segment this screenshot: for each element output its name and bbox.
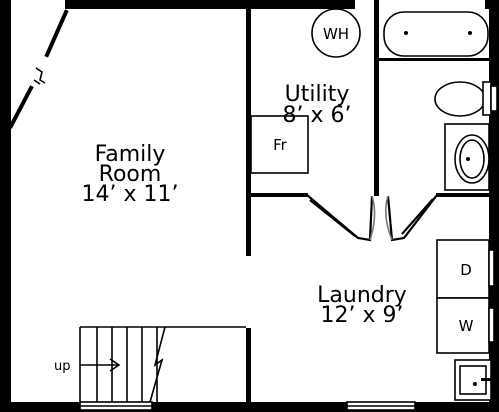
utility-room-name: Utility [285, 82, 350, 107]
washer-box [436, 297, 490, 354]
toilet-tank-edge [490, 85, 498, 112]
dryer-label: D [460, 261, 472, 279]
furnace-box [250, 115, 309, 174]
bifold-right-arc [384, 195, 393, 241]
furnace: Fr [250, 115, 309, 174]
laundry-room-dims: 12’ x 9’ [321, 303, 404, 328]
family-room-name-2: Room [99, 162, 162, 187]
family-laundry-wall [246, 0, 251, 256]
laundry-room-name: Laundry [317, 283, 407, 308]
utility-room-dims: 8’ x 6’ [283, 103, 352, 128]
bath-top-divider [379, 58, 491, 61]
toilet-tank [482, 81, 492, 116]
bifold-right [386, 194, 438, 242]
stair-arrow-head [109, 358, 121, 372]
laundry-sink-faucet [481, 378, 493, 381]
utility-laundry-wall-right [436, 193, 492, 197]
bifold-left [306, 194, 374, 242]
water-heater-circle [311, 8, 361, 58]
top-wall-left [65, 0, 355, 9]
stair-break-line [149, 326, 166, 403]
family-room-door [8, 9, 69, 129]
bottom-wall [0, 402, 499, 412]
dryer-box [436, 239, 490, 299]
door-jamb-lower [33, 79, 41, 85]
furnace-label: Fr [273, 136, 288, 154]
door-leaf [44, 9, 69, 58]
stair-direction-label: up [54, 359, 71, 374]
bifold-right-inner [401, 198, 434, 235]
right-wall-top [489, 0, 499, 412]
laundry-sink-drain [473, 382, 477, 386]
water-heater: WH [311, 8, 361, 58]
bifold-doors [306, 194, 438, 242]
bathtub-drain-left [404, 31, 408, 35]
bathroom-fixtures [383, 11, 498, 191]
sink-basin-inner [459, 139, 485, 179]
door-leaf-lower [8, 85, 34, 129]
washer-hookup [488, 307, 495, 343]
bathtub [383, 11, 489, 57]
interior-walls [246, 0, 492, 404]
left-wall [0, 0, 11, 412]
family-room-dims: 14’ x 11’ [82, 182, 179, 207]
utility-bath-wall [374, 0, 379, 196]
bifold-left-arc [369, 195, 376, 241]
family-laundry-wall-lower [246, 328, 251, 404]
stairs: up [54, 326, 246, 403]
toilet-bowl [434, 81, 486, 117]
sink-drain [466, 157, 470, 161]
room-labels: Family Room 14’ x 11’ Utility 8’ x 6’ La… [82, 82, 407, 328]
door-jamb-upper [35, 67, 46, 84]
laundry-appliances: D W [436, 239, 495, 401]
utility-laundry-wall-left [246, 193, 308, 197]
family-room-name-1: Family [95, 142, 166, 167]
water-heater-label: WH [323, 25, 349, 43]
bottom-windows [79, 401, 416, 411]
bifold-left-inner [309, 199, 356, 237]
washer-label: W [459, 317, 474, 335]
dryer-vent [488, 249, 495, 287]
bathtub-drain-right [468, 31, 472, 35]
